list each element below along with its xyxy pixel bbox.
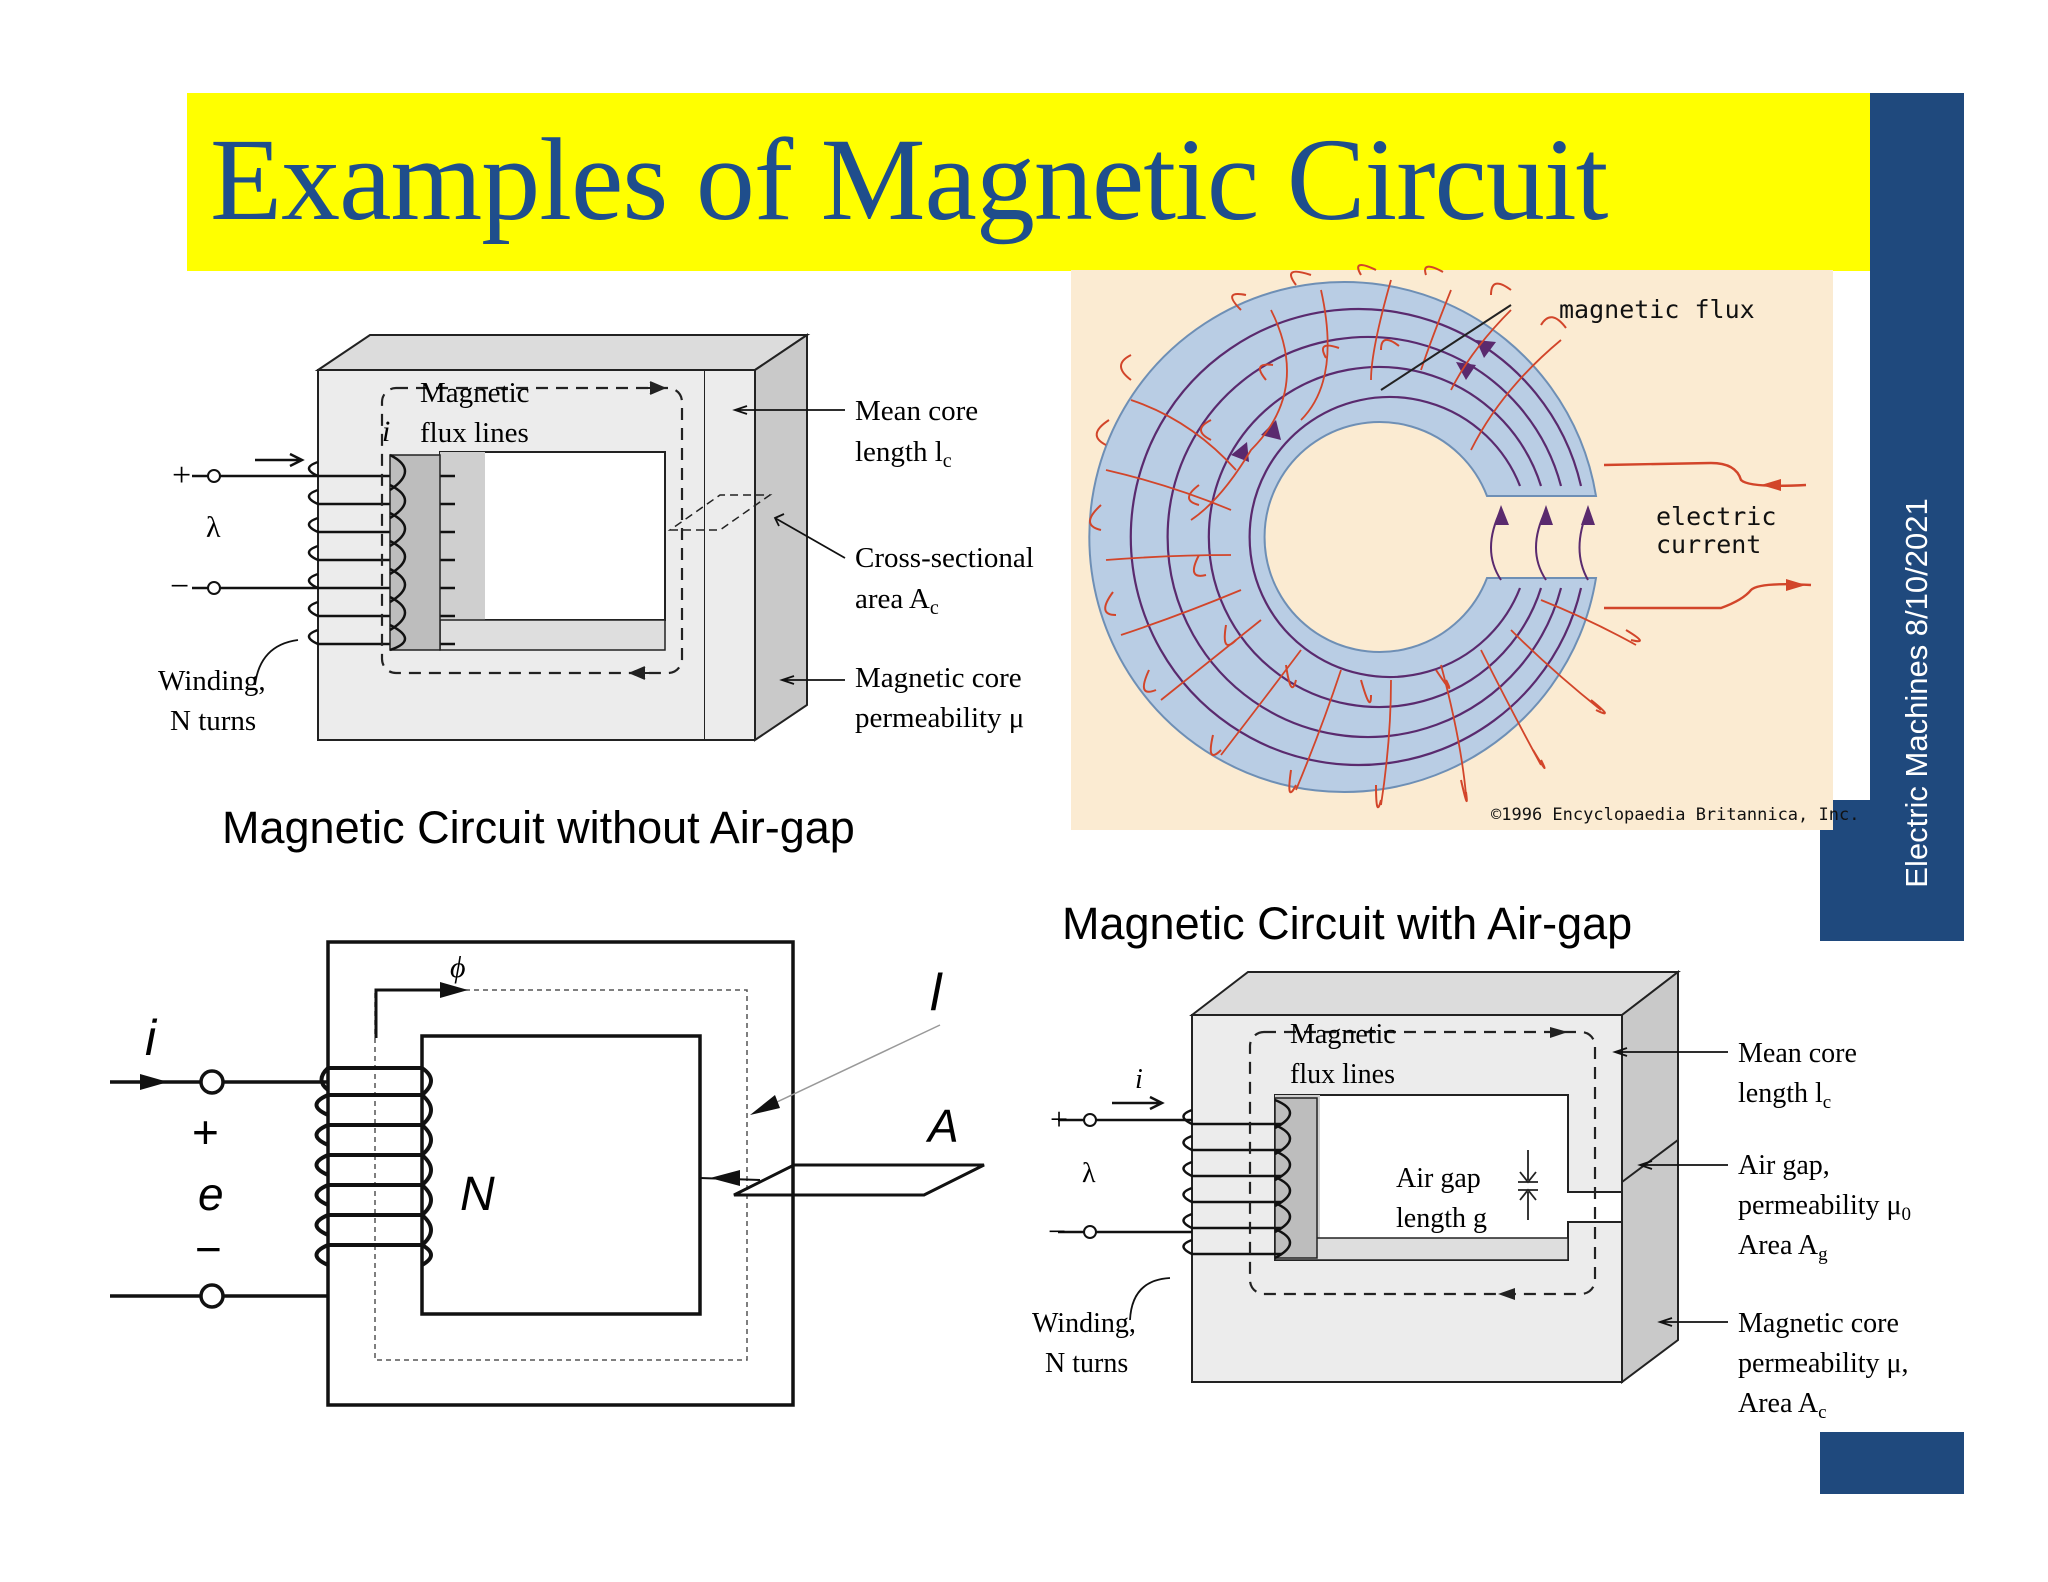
side-band-lower [1820,800,1964,941]
fig1-perm-line2: permeability μ [855,702,1024,734]
figure-core-air-gap: i + λ − Magnetic flux lines Air gap leng… [1032,969,1911,1423]
fig4-winding-line1: Winding, [1032,1308,1136,1339]
side-band-bottom [1820,1432,1964,1494]
title-bar [187,93,1870,271]
fig3-minus: − [195,1223,222,1275]
figure-schematic-core: ϕ l i + e − N A [110,940,985,1407]
fig3-A: A [925,1100,959,1152]
fig1-winding-line2: N turns [170,705,256,737]
figure-core-no-gap: i + λ − Magnetic flux lines Mean core le… [158,333,1034,742]
fig3-N: N [460,1168,495,1221]
figure-toroid: magnetic flux electric current ©1996 Enc… [1071,264,1859,830]
fig4-gap-line2: length g [1396,1203,1487,1234]
fig4-perm-line1: Magnetic core [1738,1308,1899,1339]
side-band [1870,93,1964,941]
fig4-airgap-line2: permeability μ0 [1738,1190,1911,1225]
fig4-airgap-line3: Area Ag [1738,1230,1828,1265]
slide-title: Examples of Magnetic Circuit [210,114,1608,245]
fig4-airgap-line1: Air gap, [1738,1150,1830,1181]
fig3-e: e [198,1168,224,1220]
fig4-flux-line1: Magnetic [1290,1019,1396,1050]
fig4-winding-line2: N turns [1045,1348,1128,1379]
fig4-perm-line3: Area Ac [1738,1388,1827,1423]
fig1-current-label: i [382,415,390,448]
fig4-perm-line2: permeability μ, [1738,1348,1909,1379]
toroid-current-line2: current [1656,530,1761,559]
fig3-phi: ϕ [450,951,466,984]
fig4-current-label: i [1135,1064,1143,1095]
fig4-mean-line1: Mean core [1738,1038,1857,1069]
caption-with-air-gap: Magnetic Circuit with Air-gap [1062,898,1633,949]
fig1-plus: + [172,457,191,494]
caption-without-air-gap: Magnetic Circuit without Air-gap [222,802,855,853]
fig3-plus: + [192,1106,219,1158]
fig1-perm-line1: Magnetic core [855,662,1022,694]
side-footer-text: Electric Machines 8/10/2021 [1899,498,1934,888]
toroid-current-line1: electric [1656,502,1776,531]
fig4-flux-line2: flux lines [1290,1059,1395,1090]
fig4-gap-line1: Air gap [1396,1163,1481,1194]
fig1-flux-line1: Magnetic [420,377,530,409]
fig1-lambda: λ [206,511,221,544]
fig1-cross-line1: Cross-sectional [855,542,1034,574]
fig1-winding-line1: Winding, [158,665,266,697]
fig3-l: l [930,964,943,1022]
fig4-minus: − [1048,1213,1066,1249]
fig1-minus: − [170,568,189,605]
fig4-lambda: λ [1082,1158,1096,1189]
fig4-mean-line2: length lc [1738,1078,1831,1113]
toroid-copyright: ©1996 Encyclopaedia Britannica, Inc. [1491,805,1859,825]
fig3-i: i [145,1010,158,1066]
fig1-flux-line2: flux lines [420,417,529,449]
fig1-mean-line2: length lc [855,436,952,472]
fig4-plus: + [1050,1101,1068,1137]
fig1-mean-line1: Mean core [855,395,978,427]
fig1-cross-line2: area Ac [855,583,939,619]
toroid-flux-label: magnetic flux [1559,295,1755,324]
